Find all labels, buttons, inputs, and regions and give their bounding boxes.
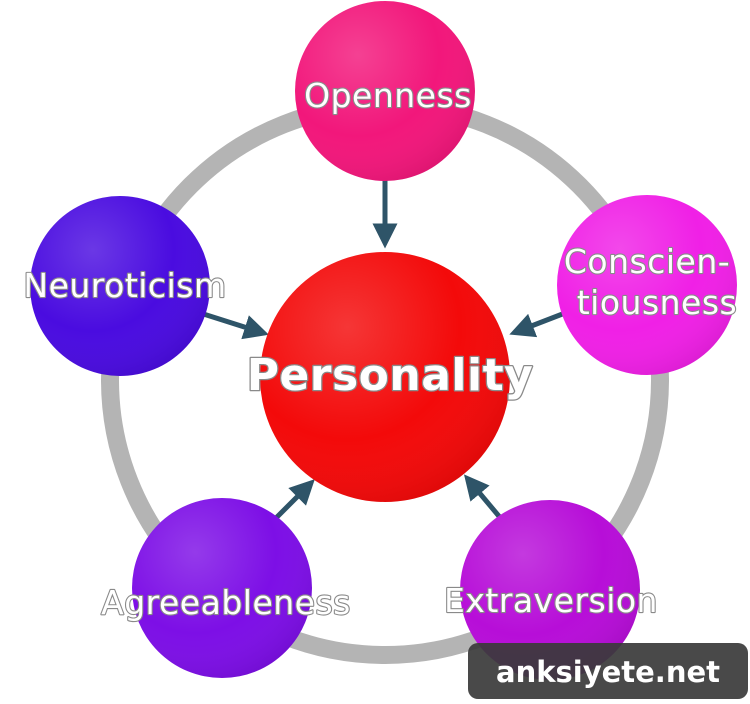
node-extraversion: Extraversion: [443, 500, 659, 680]
node-neuroticism: Neuroticism: [22, 196, 227, 376]
node-label-neuroticism: Neuroticism: [23, 266, 226, 305]
center-label: Personality: [247, 350, 534, 401]
node-label-conscientiousness-line-2: tiousness: [577, 283, 738, 322]
node-label-openness: Openness: [304, 76, 472, 115]
node-conscientiousness: Conscien- tiousness: [557, 195, 738, 375]
center-node: Personality: [245, 252, 534, 502]
node-openness: Openness: [295, 1, 475, 181]
watermark-text: anksiyete.net: [496, 655, 720, 689]
node-agreeableness: Agreeableness: [100, 498, 351, 678]
node-label-agreeableness: Agreeableness: [101, 583, 351, 622]
watermark: anksiyete.net: [468, 643, 748, 699]
watermark-background: [468, 643, 748, 699]
node-label-extraversion: Extraversion: [444, 581, 658, 620]
node-label-conscientiousness-line-1: Conscien-: [564, 242, 730, 281]
